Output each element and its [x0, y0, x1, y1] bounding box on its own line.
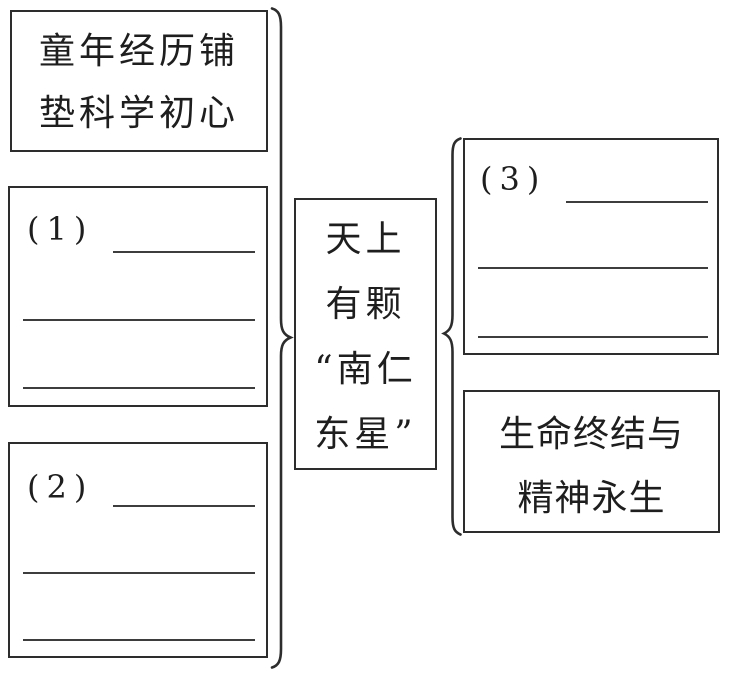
fill-in-blank-line	[23, 639, 255, 641]
fill-in-blank-line	[566, 201, 708, 203]
childhood-box: 童年经历铺 垫科学初心	[10, 10, 268, 152]
fill-in-blank-line	[478, 336, 708, 338]
fill-in-blank-line	[113, 251, 255, 253]
blank-box-2: (2)	[8, 442, 268, 658]
fill-in-blank-line	[23, 319, 255, 321]
title-box: 天上 有颗 “南仁 东星”	[294, 198, 437, 470]
blank-box-3-label: (3)	[480, 160, 547, 198]
title-line-4: 东星”	[314, 414, 417, 455]
left-group-brace	[270, 7, 294, 669]
title-line-3: “南仁	[314, 349, 417, 390]
legacy-box: 生命终结与 精神永生	[463, 390, 720, 533]
blank-box-1-label: (1)	[27, 210, 94, 248]
right-group-brace	[441, 137, 462, 536]
title-line-1: 天上	[325, 219, 406, 260]
legacy-box-line-2: 精神永生	[517, 478, 666, 519]
childhood-box-line-1: 童年经历铺	[38, 31, 239, 72]
fill-in-blank-line	[23, 572, 255, 574]
fill-in-blank-line	[113, 505, 255, 507]
blank-box-1: (1)	[8, 186, 268, 407]
fill-in-blank-line	[23, 387, 255, 389]
fill-in-blank-line	[478, 267, 708, 269]
childhood-box-line-2: 垫科学初心	[38, 93, 239, 134]
legacy-box-line-1: 生命终结与	[498, 414, 684, 455]
blank-box-2-label: (2)	[27, 468, 94, 506]
blank-box-3: (3)	[463, 138, 719, 355]
title-line-2: 有颗	[325, 284, 406, 325]
